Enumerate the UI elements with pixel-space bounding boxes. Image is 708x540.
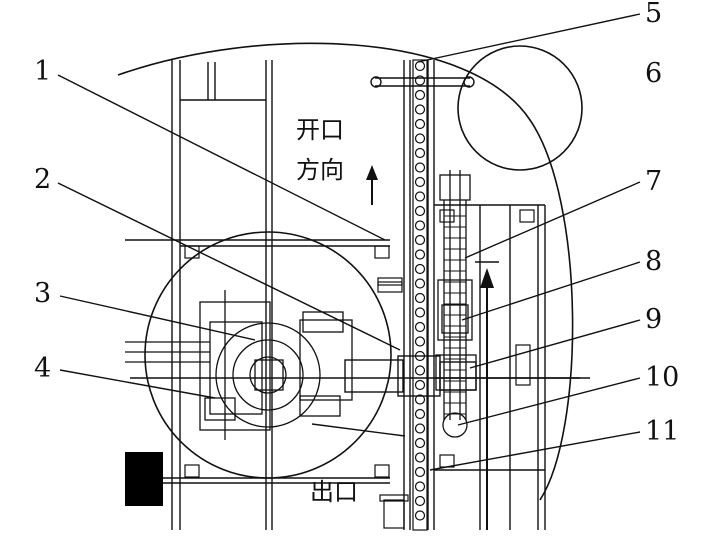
chain-link [414,133,426,144]
chain-link [414,466,426,478]
chain-link [414,481,426,492]
callout-11: 11 [645,416,679,447]
open-direction-label-2: 方向 [296,156,344,184]
chain-column [412,59,428,531]
chain-link [414,437,426,449]
chain-link [414,365,426,376]
open-direction-arrow [366,165,378,205]
top-crossbar [370,76,475,88]
chain-link [414,495,426,507]
callout-7: 7 [645,166,662,197]
exit-label: 出口 [310,478,358,506]
right-mechanism-rungs [444,204,466,415]
black-block [125,452,163,506]
robot-body [125,290,353,440]
chain-link [414,394,426,405]
arrow-7 [475,261,499,530]
callout-8: 8 [645,246,662,277]
chain-link [414,162,426,173]
circle-6 [457,45,583,171]
callout-1: 1 [34,56,51,87]
chain-link [414,104,426,115]
callout-6: 6 [645,58,662,89]
left-circle [144,231,392,479]
callout-3: 3 [34,278,51,309]
arm [130,355,590,397]
chain-link [414,249,426,260]
callout-4: 4 [34,353,51,384]
chain-link [414,118,426,130]
open-direction-label-1: 开口 [296,116,344,144]
chain-link [414,307,426,318]
chain-link [414,510,426,521]
chain-link [414,147,426,159]
chain-link [414,263,426,275]
callout-2: 2 [34,164,51,195]
chain-link [414,336,426,347]
callout-10: 10 [645,362,679,393]
chain-link [414,205,426,217]
chain-link [414,379,426,391]
chain-link [414,452,426,463]
outer-arc [117,42,574,501]
chain-link [414,278,426,289]
chain-link [414,60,426,72]
callout-5: 5 [645,0,662,29]
chain-link [414,191,426,202]
frame-lines [125,60,580,530]
chain-link [414,89,426,101]
callout-labels: 1 2 3 4 5 6 7 8 9 10 11 [34,0,679,447]
brackets [184,209,535,478]
chain-link [414,292,426,304]
chain-link [414,321,426,333]
chain-link [414,423,426,434]
callout-9: 9 [645,304,662,335]
chain-link [414,408,426,420]
chain-link [414,234,426,246]
small-clamp [377,277,409,529]
chain-link [414,176,426,188]
chain-link [414,75,426,86]
leader-lines [57,13,641,471]
chain-links [414,60,426,521]
chain-link [414,220,426,231]
